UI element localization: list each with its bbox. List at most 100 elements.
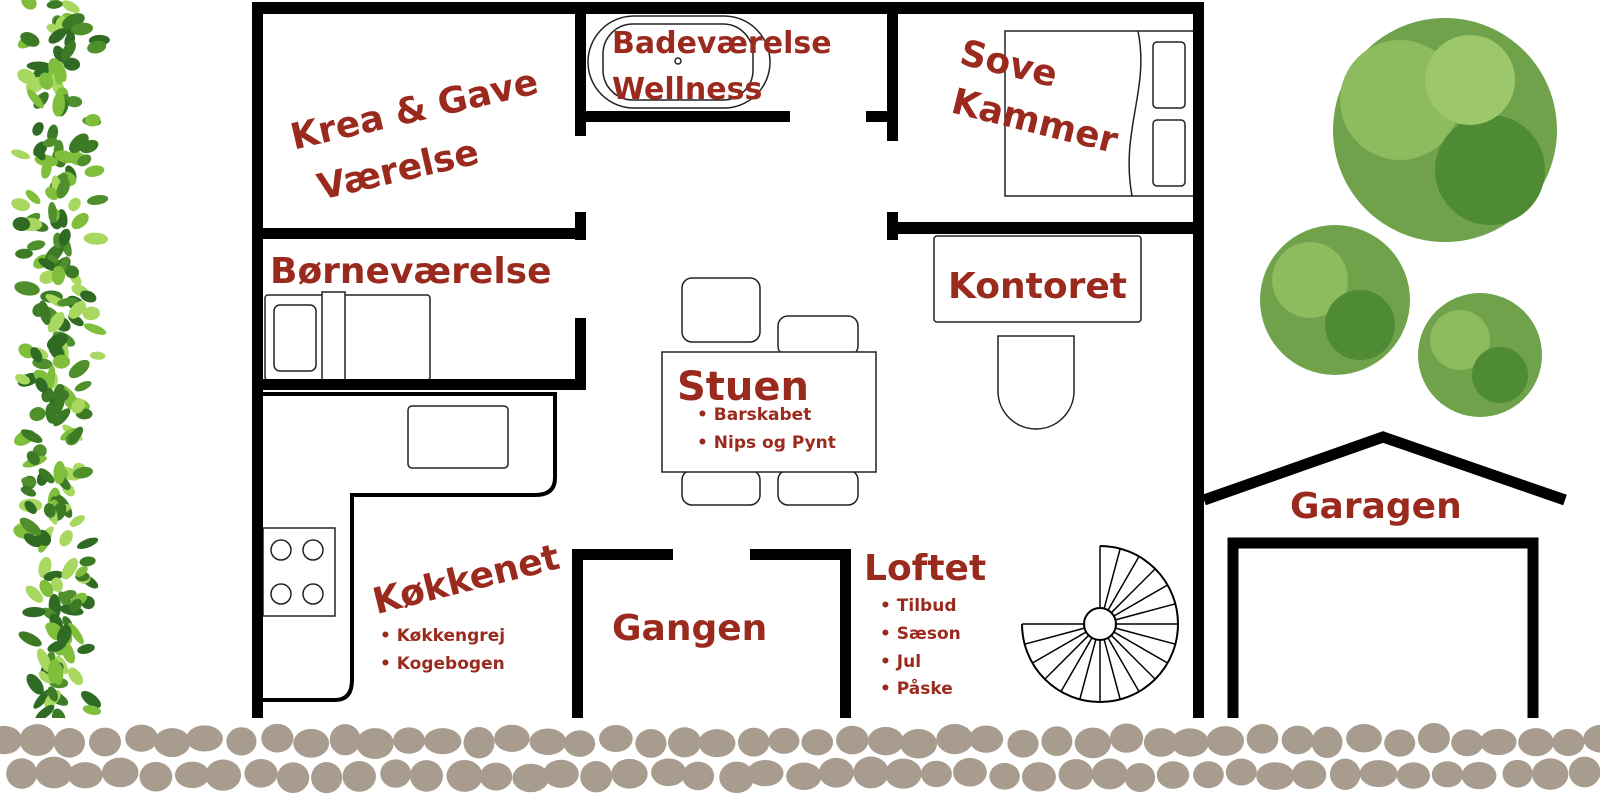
leaf: [35, 377, 48, 393]
menu-item[interactable]: • Sæson: [880, 624, 961, 644]
leaf: [38, 300, 51, 326]
stone: [494, 724, 530, 752]
dining-table: [661, 277, 877, 506]
leaf: [64, 265, 80, 279]
leaf: [43, 137, 58, 148]
stone: [1143, 728, 1178, 757]
stone: [1281, 725, 1314, 755]
stone: [599, 724, 633, 753]
leaf: [47, 658, 62, 684]
room-label[interactable]: Stuen: [677, 364, 809, 410]
leaf: [89, 351, 106, 360]
stone: [885, 758, 922, 789]
menu-item[interactable]: • Barskabet: [697, 405, 811, 425]
stone: [836, 725, 869, 755]
leaf: [68, 622, 84, 645]
room-koekkenet[interactable]: Køkkenet • Køkkengrej • Kogebogen: [369, 537, 564, 674]
leaf: [25, 189, 41, 205]
leaf: [70, 22, 94, 36]
leaf: [59, 589, 77, 601]
stone: [205, 759, 242, 791]
cobblestone-ground: [0, 722, 1600, 794]
stone: [139, 761, 173, 792]
double-bed: [1004, 30, 1196, 197]
stone: [88, 727, 122, 757]
leaf: [82, 705, 102, 715]
leaf: [26, 451, 40, 466]
stone: [35, 756, 73, 789]
leaf: [84, 165, 105, 177]
tree-small: [1418, 293, 1542, 417]
room-stuen[interactable]: Stuen • Barskabet • Nips og Pynt: [677, 364, 836, 453]
menu-item[interactable]: • Nips og Pynt: [697, 433, 836, 453]
leaf: [75, 566, 88, 577]
stone: [801, 729, 834, 756]
room-boernevaerelse[interactable]: Børneværelse: [270, 251, 552, 292]
leaf: [39, 72, 54, 90]
stone: [853, 756, 889, 789]
leaf: [56, 624, 72, 646]
leaf: [25, 585, 44, 603]
menu-item[interactable]: • Jul: [880, 652, 921, 672]
room-badevaerelse[interactable]: Badeværelse Wellness: [612, 26, 832, 107]
stone: [1431, 761, 1464, 788]
leaf: [53, 389, 66, 415]
leaf: [30, 347, 43, 363]
room-loftet[interactable]: Loftet • Tilbud • Sæson • Jul • Påske: [864, 548, 986, 699]
stone: [53, 727, 86, 758]
stone: [423, 728, 462, 755]
room-label[interactable]: Krea & Gave: [287, 62, 542, 159]
leaf: [43, 503, 56, 518]
stone: [1568, 756, 1600, 788]
stone: [1396, 762, 1431, 789]
leaf: [23, 533, 41, 548]
stone: [1041, 726, 1073, 757]
leaf: [14, 281, 40, 296]
room-gangen[interactable]: Gangen: [612, 608, 767, 649]
stone: [153, 728, 191, 758]
leaf: [17, 68, 36, 85]
stone: [737, 727, 770, 757]
stone: [1206, 726, 1245, 756]
leaf: [47, 311, 65, 333]
walls: [252, 2, 1567, 719]
room-kontoret[interactable]: Kontoret: [948, 266, 1127, 307]
stone: [580, 760, 613, 793]
menu-item[interactable]: • Køkkengrej: [380, 626, 505, 646]
menu-item[interactable]: • Kogebogen: [380, 654, 505, 674]
leaf: [59, 529, 73, 547]
stone: [463, 726, 495, 759]
stone: [1021, 762, 1056, 792]
leaf: [19, 517, 42, 536]
leaf: [50, 577, 64, 593]
stone: [125, 724, 158, 752]
leaf: [48, 202, 58, 224]
leaf: [20, 486, 37, 497]
room-label[interactable]: Køkkenet: [369, 537, 564, 623]
stone: [6, 758, 38, 789]
stone: [1193, 761, 1224, 789]
menu-item[interactable]: • Påske: [880, 677, 953, 699]
stone: [342, 761, 376, 792]
tree-medium: [1260, 225, 1410, 375]
stone: [768, 727, 800, 754]
stone: [746, 760, 784, 787]
leaf: [68, 197, 81, 212]
room-garagen[interactable]: Garagen: [1290, 486, 1462, 527]
leaf: [46, 0, 63, 9]
leaf: [45, 187, 59, 201]
stone: [563, 730, 596, 757]
room-label[interactable]: Badeværelse: [612, 26, 832, 61]
stone: [393, 727, 425, 754]
leaf: [54, 150, 75, 164]
room-label[interactable]: Wellness: [612, 72, 762, 107]
room-krea-gave[interactable]: Krea & Gave Værelse: [287, 62, 555, 212]
leaf: [35, 704, 55, 721]
stone: [19, 724, 56, 756]
stone: [1156, 761, 1190, 789]
menu-item[interactable]: • Tilbud: [880, 596, 957, 616]
stone: [1518, 728, 1554, 757]
room-label[interactable]: Loftet: [864, 548, 986, 589]
stone: [186, 725, 223, 752]
stone: [512, 763, 550, 793]
